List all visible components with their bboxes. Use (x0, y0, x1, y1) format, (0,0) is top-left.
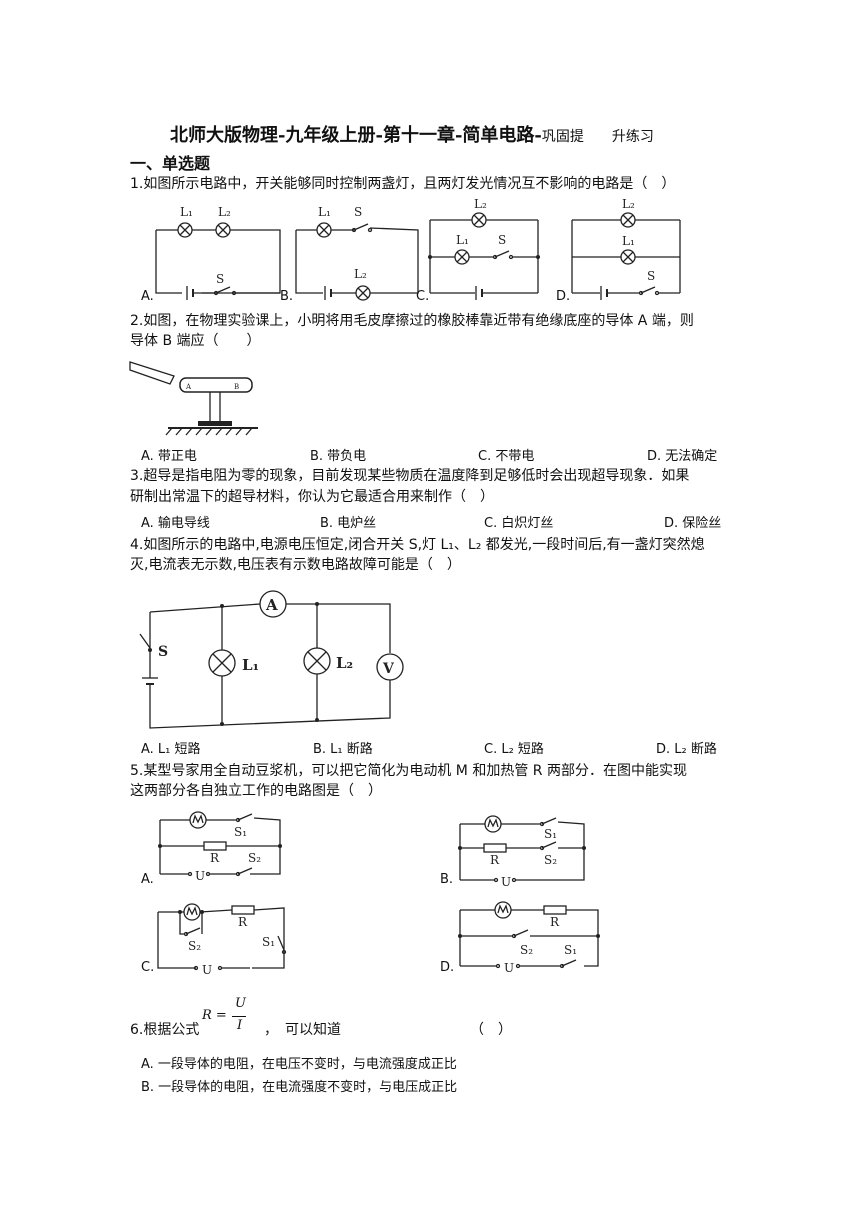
q5-option-d: D. (440, 960, 455, 975)
label-l2: L₂ (474, 197, 487, 211)
label-l1: L₁ (622, 234, 635, 248)
label-s: S (354, 205, 362, 219)
formula-denominator: I (237, 1018, 243, 1033)
q6-option-b: B. 一段导体的电阻，在电流强度不变时，与电压成正比 (141, 1080, 458, 1095)
label-r: R (210, 851, 220, 865)
q5-option-c: C. (141, 960, 155, 975)
label-s2: S₂ (544, 853, 557, 867)
q6-option-a: A. 一段导体的电阻，在电压不变时，与电流强度成正比 (141, 1057, 457, 1072)
q1-option-d: D. (556, 289, 571, 304)
q6-suffix: ， 可以知道 (264, 1022, 341, 1038)
conductor (179, 377, 253, 393)
label-l1: L₁ (456, 233, 469, 247)
label-r: R (238, 915, 248, 929)
q1-circuit-c: L₂ L₁ S (428, 197, 540, 300)
q5-option-a: A. (141, 872, 154, 887)
q4-option-d: D. L₂ 断路 (656, 742, 717, 757)
title-main: 北师大版物理-九年级上册-第十一章-简单电路- (170, 125, 542, 146)
q2-figure: A B (129, 361, 258, 436)
label-s: S (647, 269, 655, 283)
q1-option-b: B. (280, 289, 294, 304)
q2-option-c: C. 不带电 (478, 449, 535, 464)
conductor-end-a: A (185, 383, 192, 391)
label-s1: S₁ (262, 935, 275, 949)
q5-circuit-d: R S₂ S₁ U (458, 901, 600, 975)
formula-bar (232, 1016, 246, 1017)
label-r: R (490, 853, 500, 867)
q2-stem-line1: 2.如图，在物理实验课上，小明将用毛皮摩擦过的橡胶棒靠近带有绝缘底座的导体 A … (130, 313, 694, 329)
q3-option-b: B. 电炉丝 (320, 516, 377, 531)
q1-figure: L₁ L₂ S L₁ S L₂ L₂ L₁ S (155, 197, 681, 301)
q3-option-a: A. 输电导线 (141, 516, 210, 531)
q1-circuit-b: L₁ S L₂ (295, 205, 419, 301)
label-u: U (504, 961, 514, 975)
q5-circuit-a: S₁ R S₂ U (158, 811, 282, 883)
label-l1: L₁ (318, 205, 331, 219)
label-u: U (195, 869, 205, 883)
label-u: U (202, 963, 212, 977)
q1-option-a: A. (141, 289, 154, 304)
label-s: S (498, 233, 506, 247)
formula-lhs: R = (202, 1008, 227, 1023)
label-s1: S₁ (234, 825, 247, 839)
q6-prefix: 6.根据公式 (130, 1022, 200, 1038)
section-heading: 一、单选题 (130, 154, 211, 173)
q4-figure: A S V L₁ L₂ (139, 590, 404, 729)
lamp-l1-label: L₁ (242, 656, 259, 674)
q3-stem-line2: 研制出常温下的超导材料，你认为它最适合用来制作（ ） (130, 489, 494, 505)
voltmeter-label: V (382, 661, 395, 677)
label-s2: S₂ (520, 943, 533, 957)
label-s: S (216, 272, 224, 286)
q5-circuit-c: S₂ R S₁ U (157, 903, 287, 977)
q3-stem-line1: 3.超导是指电阻为零的现象，目前发现某些物质在温度降到足够低时会出现超导现象．如… (130, 468, 690, 484)
switch-label: S (158, 644, 168, 660)
q4-option-a: A. L₁ 短路 (141, 742, 201, 757)
page-title: 北师大版物理-九年级上册-第十一章-简单电路-巩固提 升练习 (170, 121, 654, 147)
label-l2: L₂ (218, 205, 231, 219)
label-s1: S₁ (544, 827, 557, 841)
label-l1: L₁ (180, 205, 193, 219)
q2-stem-line2: 导体 B 端应（ ） (130, 333, 261, 349)
q1-option-c: C. (416, 289, 430, 304)
label-s1: S₁ (564, 943, 577, 957)
q5-option-b: B. (440, 872, 454, 887)
formula-numerator: U (235, 996, 246, 1011)
q1-circuit-a: L₁ L₂ S (155, 205, 281, 300)
q4-stem-line1: 4.如图所示的电路中,电源电压恒定,闭合开关 S,灯 L₁、L₂ 都发光,一段时… (130, 537, 705, 553)
q5-stem-line2: 这两部分各自独立工作的电路图是（ ） (130, 783, 382, 799)
q2-option-b: B. 带负电 (310, 449, 367, 464)
q1-stem: 1.如图所示电路中，开关能够同时控制两盏灯，且两灯发光情况互不影响的电路是（ ） (130, 176, 676, 192)
label-l2: L₂ (354, 267, 367, 281)
q5-figure: S₁ R S₂ U S₁ R S₂ U S₂ R S₁ U (157, 811, 600, 977)
q5-stem-line1: 5.某型号家用全自动豆浆机，可以把它简化为电动机 M 和加热管 R 两部分．在图… (130, 763, 687, 779)
q6-formula: R = U I (202, 996, 248, 1040)
q1-circuit-d: L₂ L₁ S (571, 197, 681, 300)
label-s2: S₂ (248, 851, 261, 865)
label-s2: S₂ (188, 939, 201, 953)
label-r: R (550, 915, 560, 929)
q4-option-b: B. L₁ 断路 (313, 742, 373, 757)
label-l2: L₂ (622, 197, 635, 211)
q4-stem-line2: 灭,电流表无示数,电压表有示数电路故障可能是（ ） (130, 557, 461, 573)
q3-option-d: D. 保险丝 (664, 516, 722, 531)
label-u: U (501, 875, 511, 889)
q2-option-d: D. 无法确定 (647, 449, 718, 464)
q4-option-c: C. L₂ 短路 (484, 742, 544, 757)
title-suffix: 巩固提 升练习 (541, 129, 654, 145)
q2-option-a: A. 带正电 (141, 449, 197, 464)
q6-answer-paren: （ ） (470, 1022, 512, 1038)
ammeter-label: A (265, 596, 278, 614)
lamp-l2-label: L₂ (336, 654, 353, 672)
conductor-end-b: B (234, 383, 239, 391)
rubber-rod (129, 361, 175, 385)
q3-option-c: C. 白炽灯丝 (484, 516, 554, 531)
q5-circuit-b: S₁ R S₂ U (458, 815, 586, 889)
